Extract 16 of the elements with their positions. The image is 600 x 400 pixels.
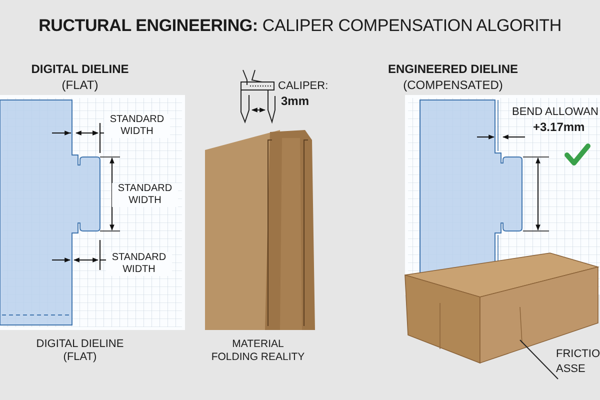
photo-caption: MATERIAL FOLDING REALITY <box>210 338 306 364</box>
panel-caption: DIGITAL DIELINE (FLAT) <box>35 338 125 364</box>
caliper-value: 3mm <box>281 94 310 108</box>
callout-text: FRICTIO ASSE <box>556 347 600 379</box>
title: RUCTURAL ENGINEERING: CALIPER COMPENSATION ALGORITH <box>38 16 562 36</box>
dimension-label: STANDARD WIDTH <box>106 252 172 276</box>
leader-line <box>520 340 558 380</box>
dimension-label: STANDARD WIDTH <box>104 114 170 138</box>
dimension-label: STANDARD WIDTH <box>112 183 178 207</box>
caliper-label: CALIPER: <box>278 80 330 94</box>
panel-subheading: (FLAT) <box>60 78 100 92</box>
panel-subheading: (COMPENSATED) <box>402 78 504 92</box>
panel-heading: ENGINEERED DIELINE <box>386 62 520 76</box>
dimension-value: +3.17mm <box>533 120 586 134</box>
dimension-label: BEND ALLOWAN <box>512 106 600 120</box>
panel-heading: DIGITAL DIELINE <box>30 62 130 76</box>
